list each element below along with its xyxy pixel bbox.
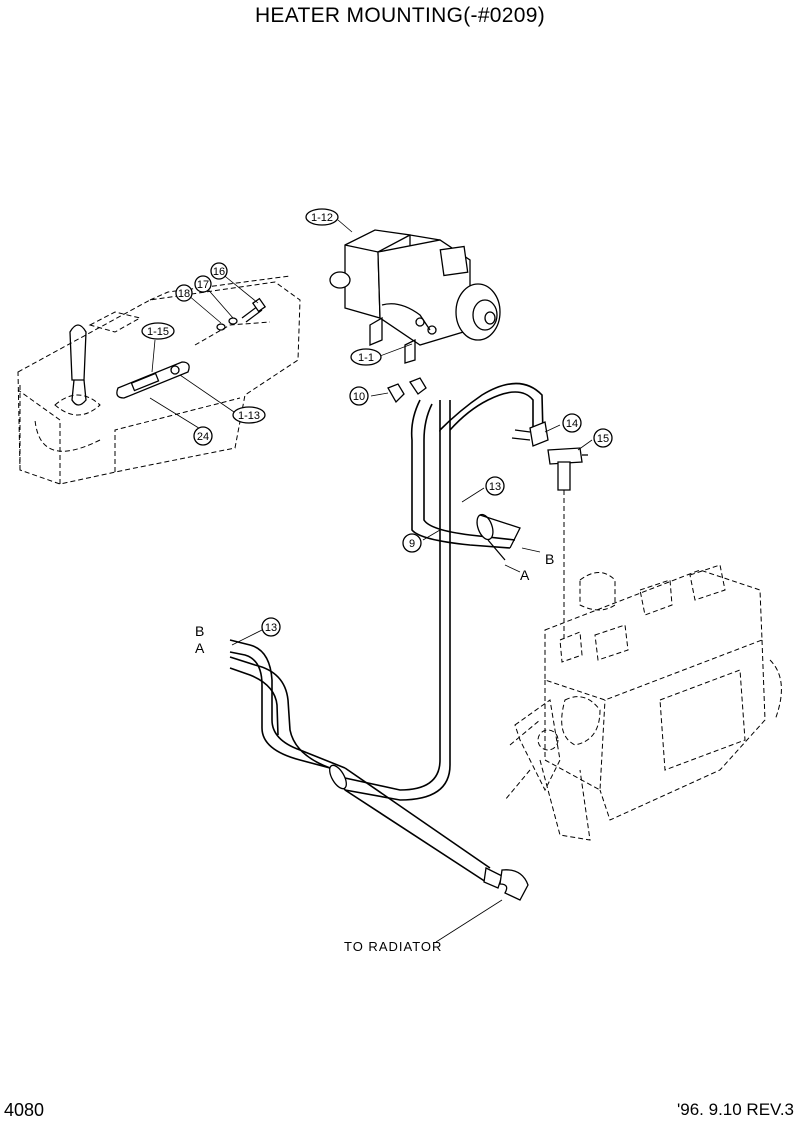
- callout-1-13-label: 1-13: [238, 410, 260, 422]
- callout-24: 24: [193, 426, 213, 446]
- hose-marker-b-lower: B: [195, 623, 204, 639]
- callout-15: 15: [593, 428, 613, 448]
- joystick: [54, 324, 101, 416]
- callout-1-12-label: 1-12: [311, 212, 333, 224]
- page-number: 4080: [4, 1100, 45, 1120]
- callout-18: 18: [175, 284, 193, 302]
- hose-marker-b-upper: B: [545, 551, 554, 567]
- heater-unit: [329, 229, 501, 364]
- control-console-outline: [17, 275, 301, 485]
- callout-13-lower-label: 13: [265, 622, 277, 634]
- screw-washer-set: [216, 297, 267, 331]
- callout-15-label: 15: [597, 433, 609, 445]
- radiator-fitting: [483, 867, 529, 901]
- hose-marker-a-upper: A: [520, 567, 530, 583]
- valve-and-tee: [511, 421, 588, 640]
- callout-13-upper: 13: [485, 476, 505, 496]
- callout-13-lower: 13: [261, 617, 281, 637]
- heater-hoses: [229, 382, 544, 883]
- callout-1-15: 1-15: [141, 322, 175, 340]
- callout-24-label: 24: [197, 431, 209, 443]
- callout-1-15-label: 1-15: [147, 326, 169, 338]
- callout-9-label: 9: [409, 538, 415, 550]
- switch-panel: [116, 361, 190, 399]
- callout-18-label: 18: [178, 288, 190, 300]
- hose-marker-a-lower: A: [195, 640, 205, 656]
- callout-14: 14: [562, 413, 582, 433]
- leader-lines: [149, 219, 593, 943]
- callout-16: 16: [210, 262, 228, 280]
- callout-17-label: 17: [197, 279, 209, 291]
- callout-1-12: 1-12: [305, 208, 339, 226]
- callout-10-label: 10: [353, 391, 365, 403]
- revision-stamp: '96. 9.10 REV.3: [677, 1100, 794, 1119]
- callout-13-upper-label: 13: [489, 481, 501, 493]
- callout-10: 10: [349, 386, 369, 406]
- callout-1-13: 1-13: [232, 406, 266, 424]
- callout-16-label: 16: [213, 266, 225, 278]
- callout-14-label: 14: [566, 418, 578, 430]
- to-radiator-label: TO RADIATOR: [344, 939, 442, 954]
- elbow-fittings: [387, 377, 427, 404]
- callout-17: 17: [194, 275, 212, 293]
- page-title: HEATER MOUNTING(-#0209): [254, 4, 546, 27]
- engine-outline: [504, 564, 782, 841]
- callout-1-1-label: 1-1: [358, 352, 374, 364]
- callout-9: 9: [402, 533, 422, 553]
- callout-1-1: 1-1: [350, 348, 382, 366]
